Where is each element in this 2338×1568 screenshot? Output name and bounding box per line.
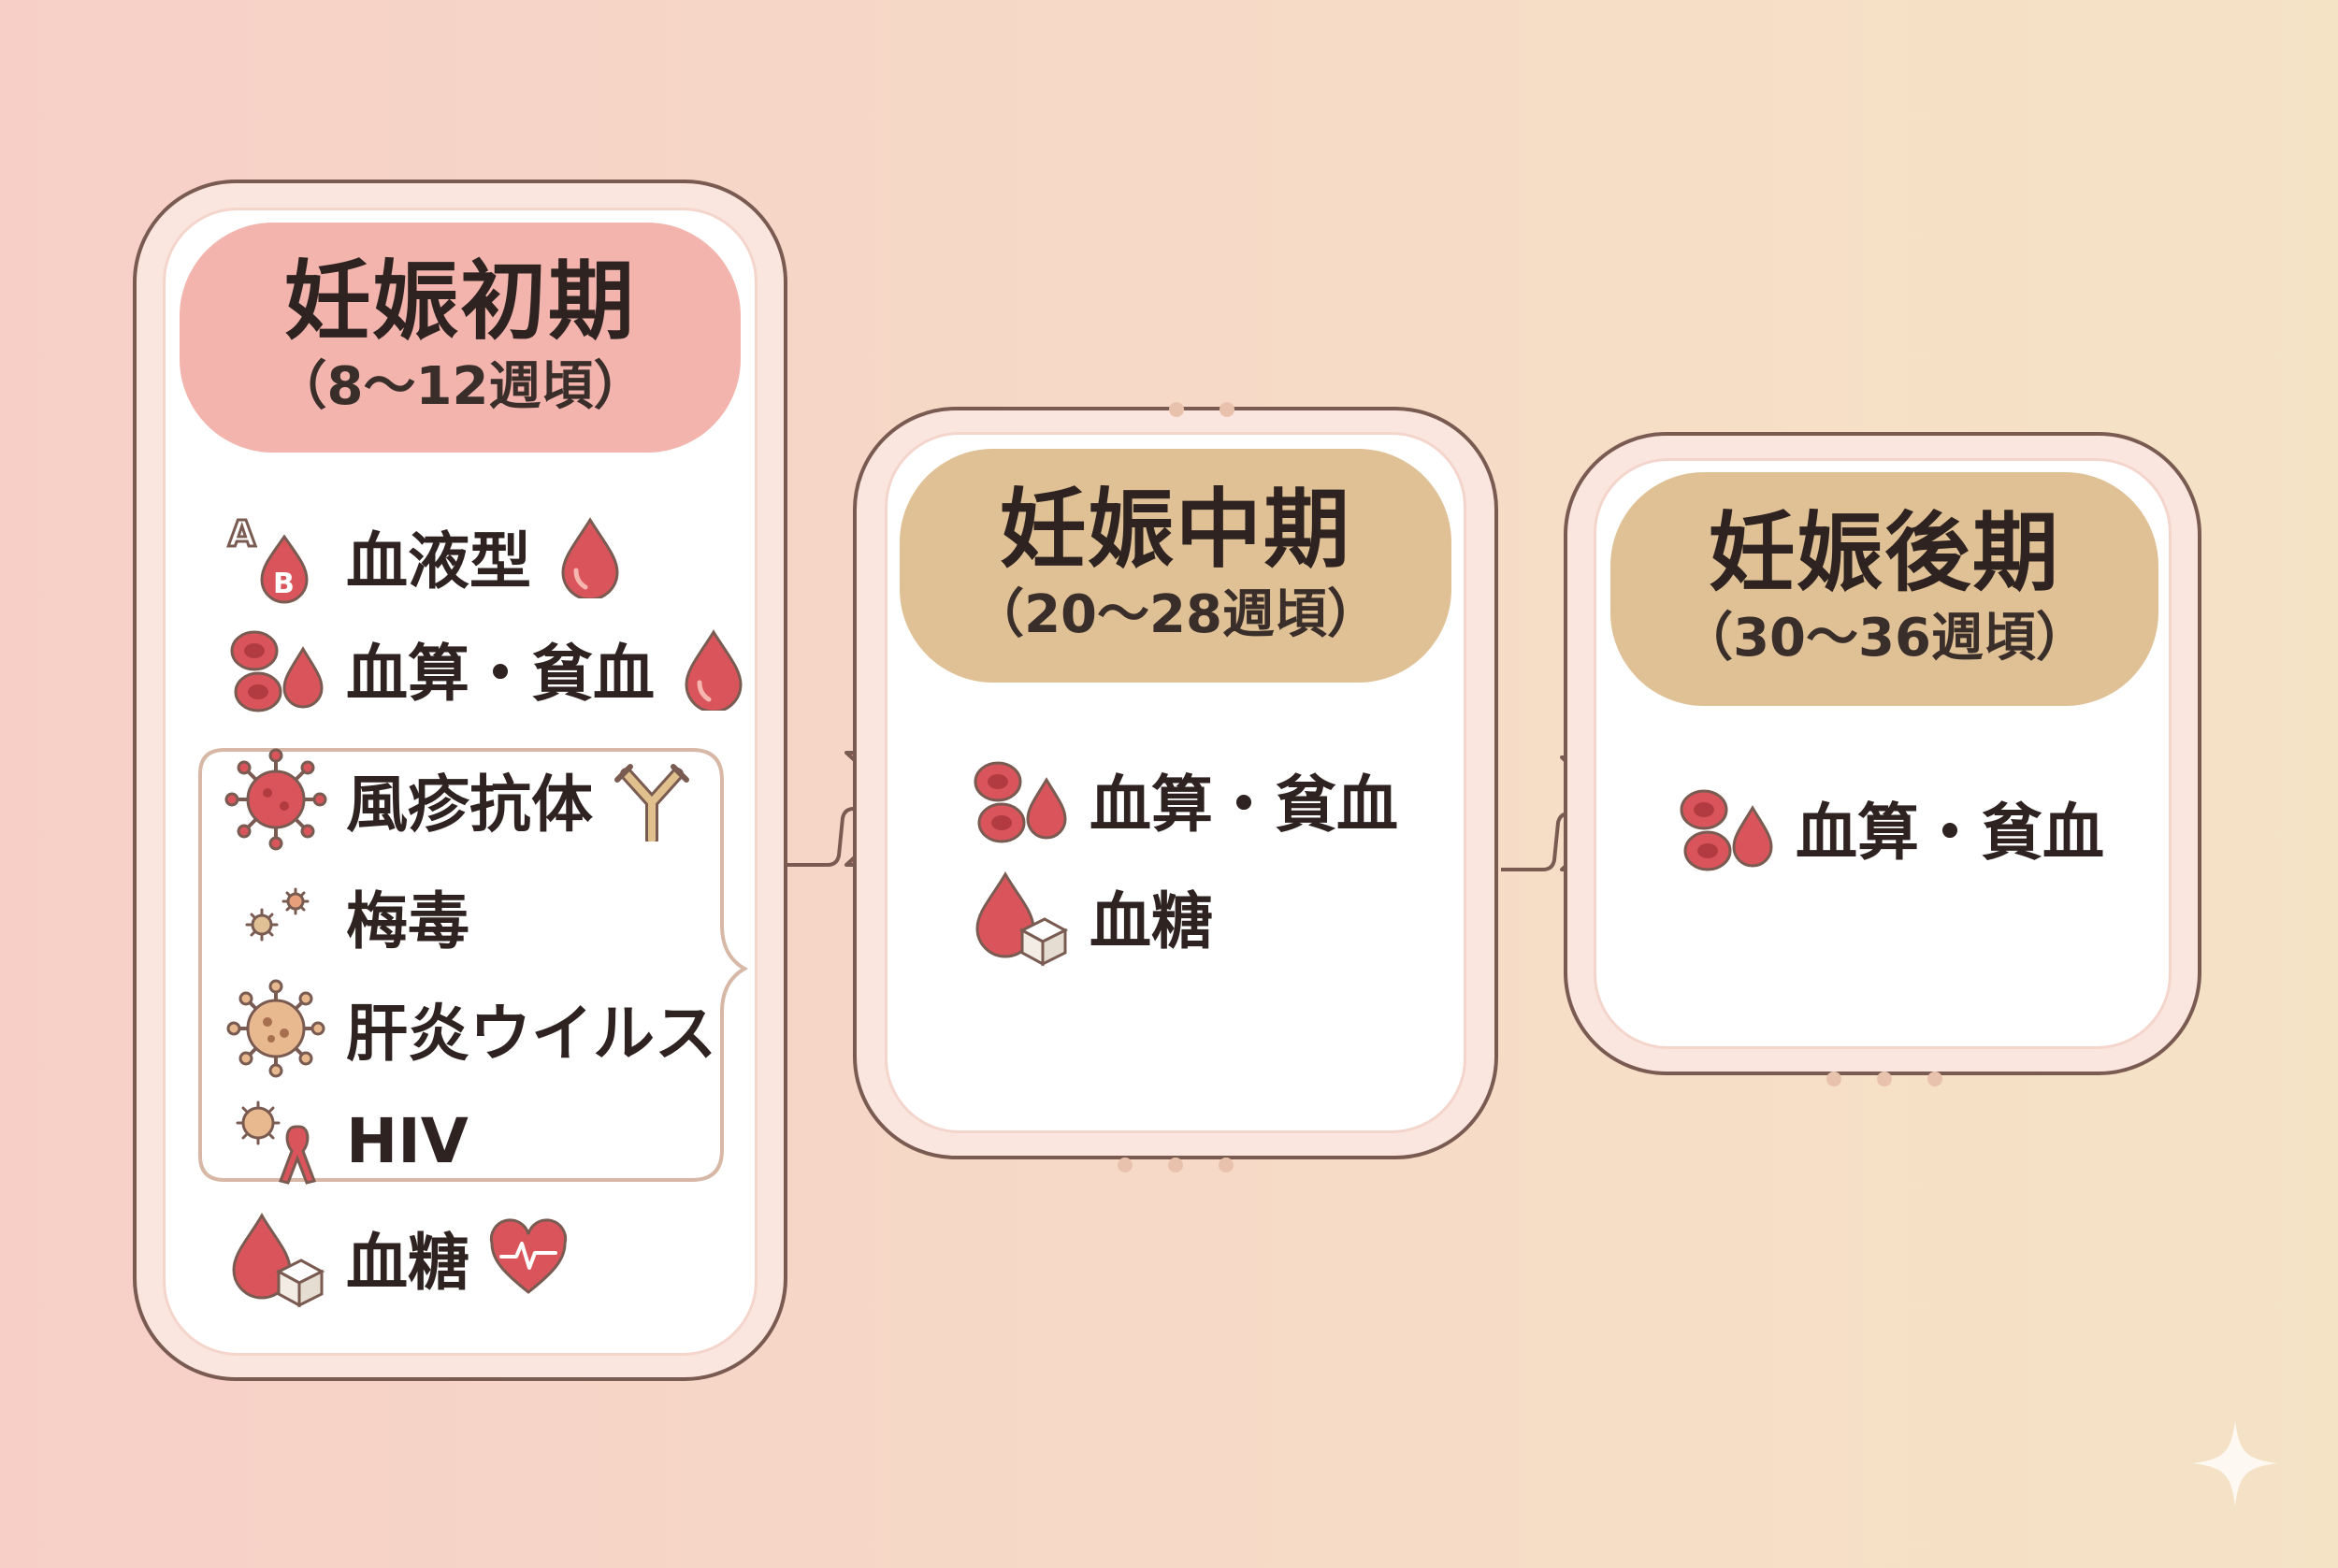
heart-pulse-icon bbox=[489, 1218, 568, 1294]
stage-mid-bottom-dots bbox=[1118, 1158, 1234, 1172]
item-label: 血液型 bbox=[346, 525, 531, 597]
stage-late-weeks: （30〜36週頃） bbox=[1681, 607, 2088, 669]
item-label: 風疹抗体 bbox=[346, 769, 593, 841]
stage-early-item-blood-sugar: 血糖 bbox=[224, 1206, 570, 1309]
blood-sugar-icon bbox=[232, 1213, 325, 1308]
hiv-ribbon-virus-icon bbox=[236, 1100, 316, 1185]
stage-late-title: 妊娠後期 bbox=[1708, 503, 2060, 604]
antibody-icon bbox=[614, 764, 689, 842]
stage-mid-header: 妊娠中期 （20〜28週頃） bbox=[900, 449, 1451, 683]
ab-blood-drop-icon: A B bbox=[227, 512, 309, 604]
stage-mid-item-blood-count: 血算・貧血 bbox=[968, 748, 1398, 851]
blood-drop-icon bbox=[685, 629, 743, 711]
stage-early-weeks: （8〜12週頃） bbox=[274, 355, 646, 417]
red-blood-cells-icon bbox=[1680, 789, 1773, 871]
stage-early-item-hepatitis: 肝炎ウイルス bbox=[224, 977, 716, 1080]
item-label: 血算・貧血 bbox=[1090, 769, 1398, 841]
item-label: 血算・貧血 bbox=[346, 638, 655, 710]
stage-late-header: 妊娠後期 （30〜36週頃） bbox=[1610, 472, 2158, 706]
stage-mid-title: 妊娠中期 bbox=[999, 480, 1351, 581]
stage-late-bottom-dots bbox=[1826, 1072, 1942, 1086]
svg-text:A: A bbox=[228, 513, 256, 554]
item-label: 血算・貧血 bbox=[1796, 797, 2104, 869]
stage-early-item-blood-count: 血算・貧血 bbox=[224, 617, 756, 720]
stage-late-item-blood-count: 血算・貧血 bbox=[1674, 776, 2104, 879]
stage-early-item-rubella-antibody: 風疹抗体 bbox=[224, 748, 694, 851]
infection-group-bracket bbox=[198, 748, 748, 1182]
blood-sugar-icon bbox=[975, 871, 1069, 967]
red-blood-cells-icon bbox=[974, 761, 1067, 843]
stage-early-item-hiv: HIV bbox=[224, 1089, 469, 1192]
virus-icon bbox=[224, 748, 327, 851]
stage-mid-item-blood-sugar: 血糖 bbox=[968, 865, 1213, 968]
red-blood-cells-icon bbox=[230, 630, 324, 712]
stage-early-title: 妊娠初期 bbox=[283, 252, 636, 352]
stage-early-header: 妊娠初期 （8〜12週頃） bbox=[180, 223, 741, 453]
stage-mid-top-dots bbox=[1169, 402, 1234, 417]
blood-drop-icon bbox=[561, 517, 619, 598]
item-label: 肝炎ウイルス bbox=[346, 998, 716, 1070]
hepatitis-virus-icon bbox=[226, 979, 325, 1078]
item-label: 梅毒 bbox=[346, 885, 469, 957]
stage-early-item-syphilis: 梅毒 bbox=[224, 865, 469, 968]
item-label: HIV bbox=[346, 1104, 469, 1177]
stage-mid-weeks: （20〜28週頃） bbox=[972, 583, 1379, 645]
item-label: 血糖 bbox=[1090, 885, 1213, 957]
sparkle-icon bbox=[2192, 1420, 2278, 1506]
bacteria-icon bbox=[245, 887, 310, 942]
svg-text:B: B bbox=[273, 568, 295, 600]
item-label: 血糖 bbox=[346, 1227, 469, 1299]
stage-early-item-blood-type: A B 血液型 bbox=[224, 505, 632, 608]
